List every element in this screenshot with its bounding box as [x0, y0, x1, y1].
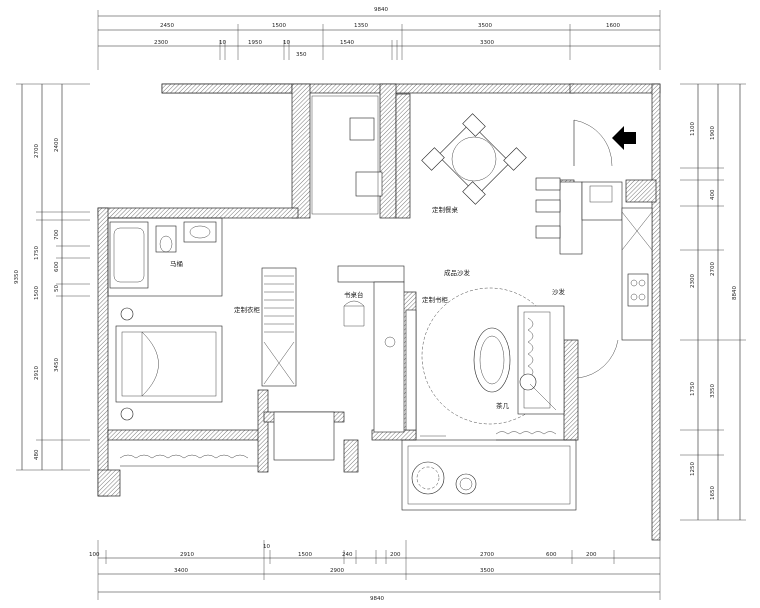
dim-bottom-5: 240: [342, 552, 353, 558]
dim-right-5: 1650: [710, 486, 716, 500]
dining-area: 定制餐桌: [421, 113, 636, 214]
dim-left-r2-3: 600: [54, 261, 60, 272]
bar-stool-1: [535, 177, 561, 191]
kitchen-island: [559, 181, 583, 255]
dim-top-small: 350: [296, 52, 307, 58]
bar-stool-3: [535, 225, 561, 239]
dim-bottom-3: 10: [263, 544, 270, 550]
dim-left-3: 1500: [34, 286, 40, 300]
kitchen: [535, 177, 653, 379]
upper-toilet-fixture: [349, 117, 375, 141]
dim-top-4: 3500: [478, 23, 492, 29]
dim-right-r2-4: 1250: [690, 462, 696, 476]
dim-bottom-total: 9840: [370, 596, 384, 602]
bathroom-sink: [183, 221, 217, 243]
dim-right-total: 8840: [732, 286, 738, 300]
dim-left-2: 1750: [34, 246, 40, 260]
bedroom: 定制衣柜: [115, 267, 335, 467]
dim-top-total: 9840: [374, 7, 388, 13]
upper-sink: [355, 171, 383, 197]
dim-top-r2-1: 2300: [154, 40, 168, 46]
tea-table: [473, 327, 511, 393]
nightstand-top: [120, 307, 134, 321]
dim-left-r2-2: 700: [54, 229, 60, 240]
dim-bottom-1: 100: [89, 552, 100, 558]
stove: [627, 273, 649, 307]
dim-bottom-4: 1500: [298, 552, 312, 558]
label-tea-table: 茶几: [496, 401, 510, 410]
dim-left-total: 9350: [14, 270, 20, 284]
dim-bottom-2: 2910: [180, 552, 194, 558]
dim-left-5: 480: [34, 449, 40, 460]
dim-bottom-r2-2: 2900: [330, 568, 344, 574]
dim-top-r2-5: 1540: [340, 40, 354, 46]
dim-bottom-6: 200: [390, 552, 401, 558]
dim-bottom-9: 200: [586, 552, 597, 558]
balcony: [401, 439, 577, 511]
dim-top-r2-3: 1950: [248, 40, 262, 46]
label-bookshelf: 定制书柜: [422, 295, 449, 304]
dim-bottom-8: 600: [546, 552, 557, 558]
dim-top-r2-6: 3300: [480, 40, 494, 46]
bathroom: 马桶: [109, 221, 217, 289]
bookshelf: [405, 309, 417, 431]
dim-right-1: 1900: [710, 126, 716, 140]
label-wardrobe: 定制衣柜: [234, 305, 261, 314]
dim-left-1: 2700: [34, 144, 40, 158]
bottom-dimensions: 100 2910 10 1500 240 200 2700 600 200 34…: [89, 540, 661, 602]
nightstand-bottom: [120, 407, 134, 421]
sofa: [517, 305, 565, 415]
bed: [115, 325, 223, 403]
bar-stool-2: [535, 199, 561, 213]
dim-top-1: 2450: [160, 23, 174, 29]
dim-left-4: 2910: [34, 366, 40, 380]
right-dimensions: 8840 1900 400 2700 3350 1650 1100 2300 1…: [680, 83, 746, 521]
toilet: [155, 225, 177, 253]
left-dimensions: 9350 2700 1750 1500 2910 480 2400 700 60…: [14, 83, 90, 471]
dim-top-5: 1600: [606, 23, 620, 29]
entrance-arrow-icon: [612, 126, 636, 150]
dim-left-r2-4: 50: [54, 285, 60, 292]
dim-top-3: 1350: [354, 23, 368, 29]
desk-counter: [337, 265, 405, 283]
dim-right-2: 400: [710, 189, 716, 200]
dim-right-4: 3350: [710, 384, 716, 398]
bathtub: [109, 221, 149, 289]
dining-table: [437, 122, 511, 196]
dim-bottom-r2-3: 3500: [480, 568, 494, 574]
label-desk: 书桌台: [344, 290, 364, 299]
round-plant: [411, 461, 445, 495]
dim-right-3: 2700: [710, 262, 716, 276]
dim-top-r2-4: 10: [283, 40, 290, 46]
living-area: 书桌台 定制书柜 成品沙发 茶几 沙发: [337, 265, 566, 441]
dim-right-r2-3: 1750: [690, 382, 696, 396]
upper-toilet: [311, 95, 383, 215]
wardrobe: [261, 267, 297, 387]
dim-bottom-7: 2700: [480, 552, 494, 558]
desk: [373, 281, 405, 433]
label-toilet: 马桶: [170, 259, 183, 268]
dim-bottom-r2-1: 3400: [174, 568, 188, 574]
top-dimensions: 9840 2450 1500 1350 3500 1600 2300 10 19…: [97, 7, 661, 70]
dim-right-r2-2: 2300: [690, 274, 696, 288]
dim-right-r2-1: 1100: [690, 122, 696, 136]
dim-left-r2-1: 2400: [54, 138, 60, 152]
dim-top-r2-2: 10: [219, 40, 226, 46]
round-stool: [455, 473, 477, 495]
dim-left-r2-5: 3450: [54, 358, 60, 372]
label-dining: 定制餐桌: [432, 205, 459, 214]
label-sofa: 沙发: [552, 287, 566, 296]
label-living: 成品沙发: [444, 268, 471, 277]
dim-top-2: 1500: [272, 23, 286, 29]
